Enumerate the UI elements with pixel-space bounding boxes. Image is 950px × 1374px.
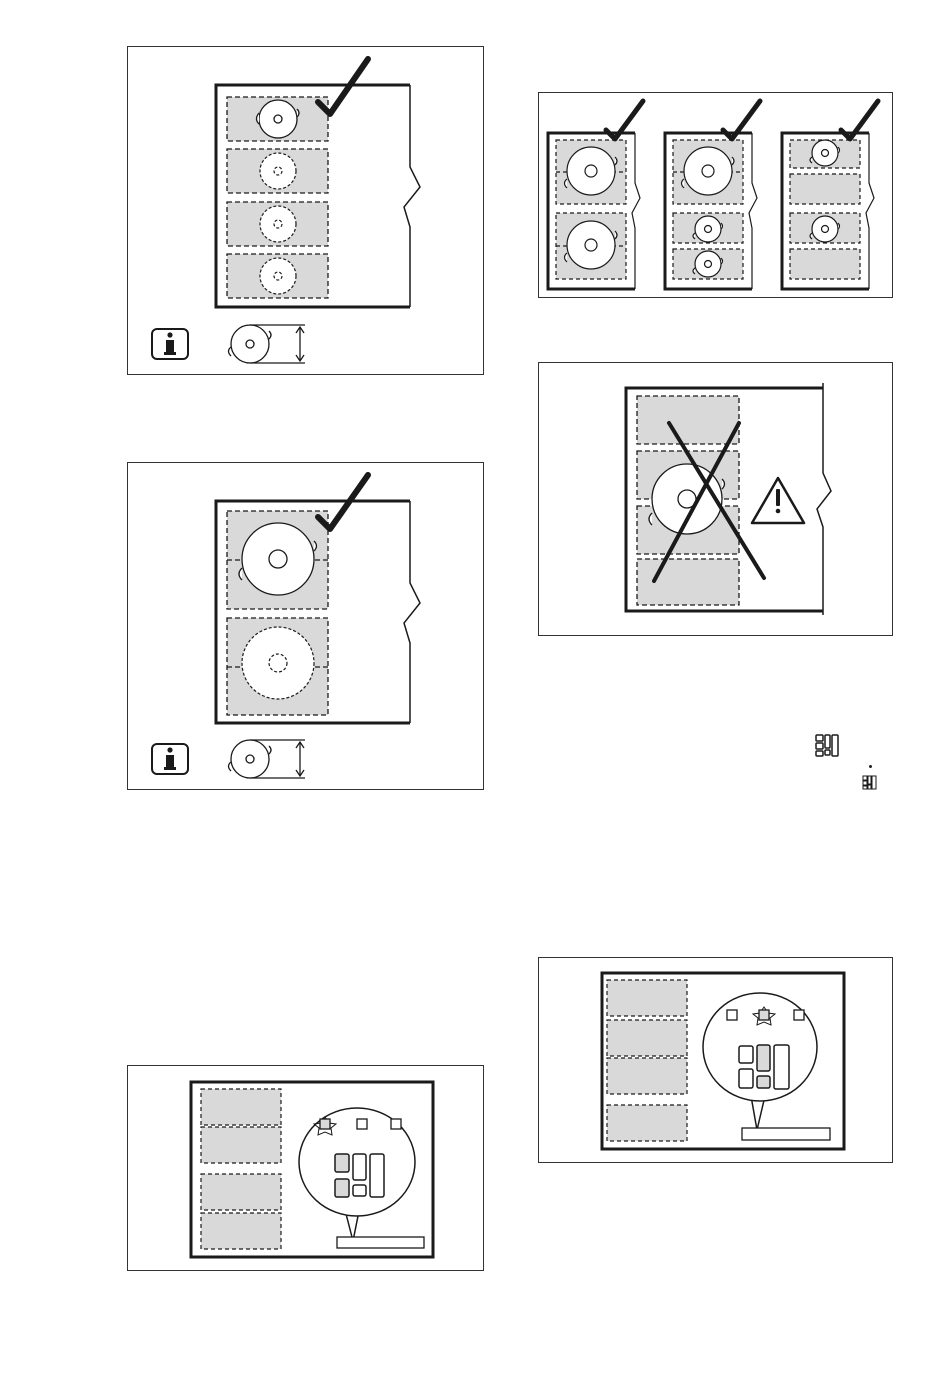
- warning-icon: [752, 478, 804, 523]
- hob-variant-a: [548, 101, 643, 289]
- cooking-zone-1: [637, 396, 739, 444]
- large-pot-dashed: [242, 627, 314, 699]
- pot-dashed-3: [260, 258, 296, 294]
- figure-6-drawing: [539, 958, 894, 1164]
- zone-indicator-3: [794, 1010, 804, 1020]
- figure-pot-combinations: [538, 92, 893, 298]
- cooking-zone-3: [201, 1174, 281, 1210]
- pot-size-indicator: [229, 325, 306, 363]
- info-icon: [152, 744, 188, 774]
- hob-break-line: [404, 501, 420, 723]
- cooking-zone-2: [607, 1020, 687, 1056]
- hob-variant-c: [782, 101, 878, 289]
- figure-control-panel-left: [127, 1065, 484, 1271]
- figure-3-drawing: [539, 93, 894, 299]
- figure-2-drawing: [128, 463, 485, 791]
- cooking-zone-1: [607, 980, 687, 1016]
- zone-indicator-3: [391, 1119, 401, 1129]
- figure-control-panel-middle: [538, 957, 893, 1163]
- figure-large-pot-bridge: [127, 462, 484, 790]
- hob-break-line: [817, 383, 831, 615]
- cooking-zone-2: [201, 1127, 281, 1163]
- zone-indicator-1: [727, 1010, 737, 1020]
- control-strip: [337, 1237, 424, 1248]
- figure-5-drawing: [128, 1066, 485, 1272]
- info-icon: [152, 329, 188, 359]
- pot-dashed-2: [260, 206, 296, 242]
- figure-wrong-pot-placement: [538, 362, 893, 636]
- zone-indicator-2: [357, 1119, 367, 1129]
- pot-dashed-1: [260, 153, 296, 189]
- figure-single-pot-zones: [127, 46, 484, 375]
- cooking-zone-4: [201, 1213, 281, 1249]
- figure-4-drawing: [539, 363, 894, 637]
- hob-break-line: [404, 85, 420, 307]
- decimal-point-icon: [869, 765, 872, 768]
- hob-variant-b: [665, 101, 760, 289]
- cooking-zone-1: [201, 1089, 281, 1125]
- display-segment-small-icon: [862, 775, 878, 791]
- cooking-zone-3: [607, 1058, 687, 1094]
- pot-size-indicator: [229, 740, 306, 778]
- figure-1-drawing: [128, 47, 485, 376]
- display-segment-icon: [815, 733, 841, 759]
- control-strip: [742, 1128, 830, 1140]
- cooking-zone-4: [607, 1105, 687, 1141]
